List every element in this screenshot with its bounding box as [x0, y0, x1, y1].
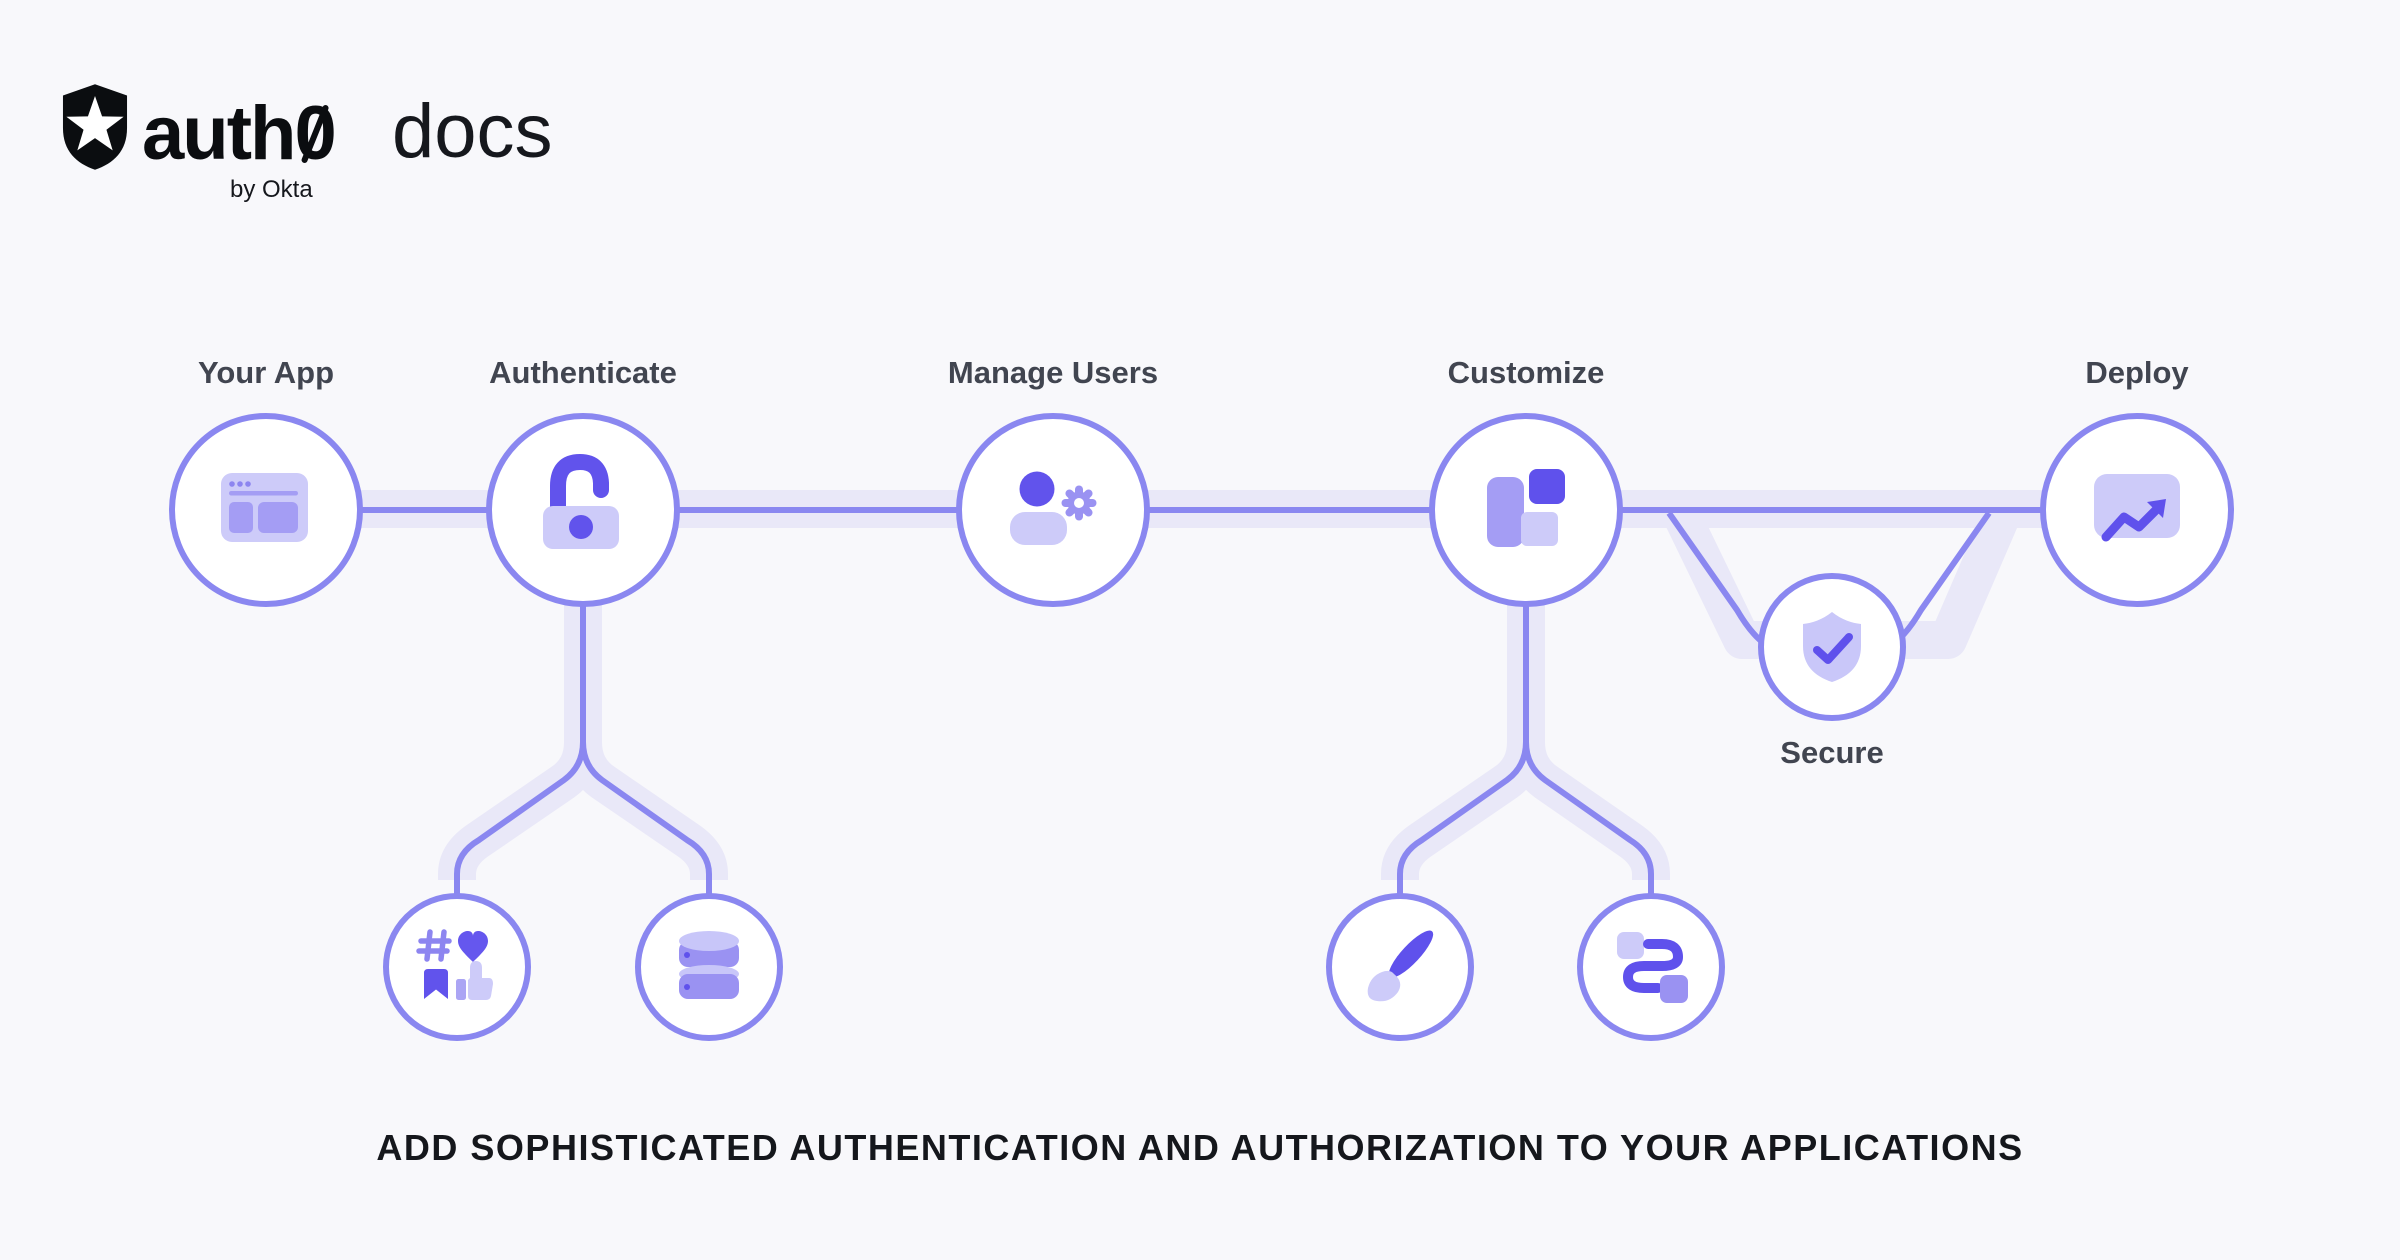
node-circle[interactable]: [956, 413, 1150, 607]
child-node-paintbrush[interactable]: [1326, 893, 1474, 1041]
node-label-your-app: Your App: [197, 355, 335, 390]
node-manage-users[interactable]: [956, 413, 1150, 607]
node-label-secure: Secure: [1780, 735, 1884, 770]
auth0-shield-star-icon[interactable]: [62, 83, 128, 171]
node-label-deploy: Deploy: [2085, 355, 2189, 390]
child-node-workflow[interactable]: [1577, 893, 1725, 1041]
brand-prefix: auth: [142, 91, 296, 176]
product-wordmark[interactable]: docs: [392, 89, 553, 174]
node-circle[interactable]: [1429, 413, 1623, 607]
byline: by Okta: [230, 176, 313, 203]
branch-line: [580, 741, 712, 903]
node-secure[interactable]: [1758, 573, 1906, 721]
footer-headline: ADD SOPHISTICATED AUTHENTICATION AND AUT…: [376, 1127, 2024, 1168]
open-padlock-icon: [543, 453, 619, 549]
node-circle[interactable]: [383, 893, 531, 1041]
star-shape: [66, 95, 124, 151]
layout-blocks-icon: [1487, 469, 1565, 547]
node-label-authenticate: Authenticate: [489, 355, 677, 390]
database-icon: [679, 931, 739, 999]
node-label-customize: Customize: [1447, 355, 1605, 390]
shield-check-icon: [1803, 612, 1861, 682]
branch-line: [1523, 741, 1654, 903]
node-customize[interactable]: [1429, 413, 1623, 607]
node-your-app[interactable]: [169, 413, 363, 607]
brand-zero: 0: [294, 91, 336, 176]
child-node-social[interactable]: [383, 893, 531, 1041]
brand-wordmark[interactable]: auth0: [142, 91, 337, 176]
trend-up-chart-icon: [2094, 474, 2180, 542]
paintbrush-icon: [1367, 930, 1434, 1002]
node-authenticate[interactable]: [486, 413, 680, 607]
browser-window-icon: [221, 473, 308, 542]
social-engagement-icon: [416, 929, 493, 1000]
node-label-manage-users: Manage Users: [947, 355, 1159, 390]
node-deploy[interactable]: [2040, 413, 2234, 607]
child-node-database[interactable]: [635, 893, 783, 1041]
user-gear-icon: [1010, 471, 1097, 545]
workflow-connector-icon: [1617, 932, 1688, 1003]
